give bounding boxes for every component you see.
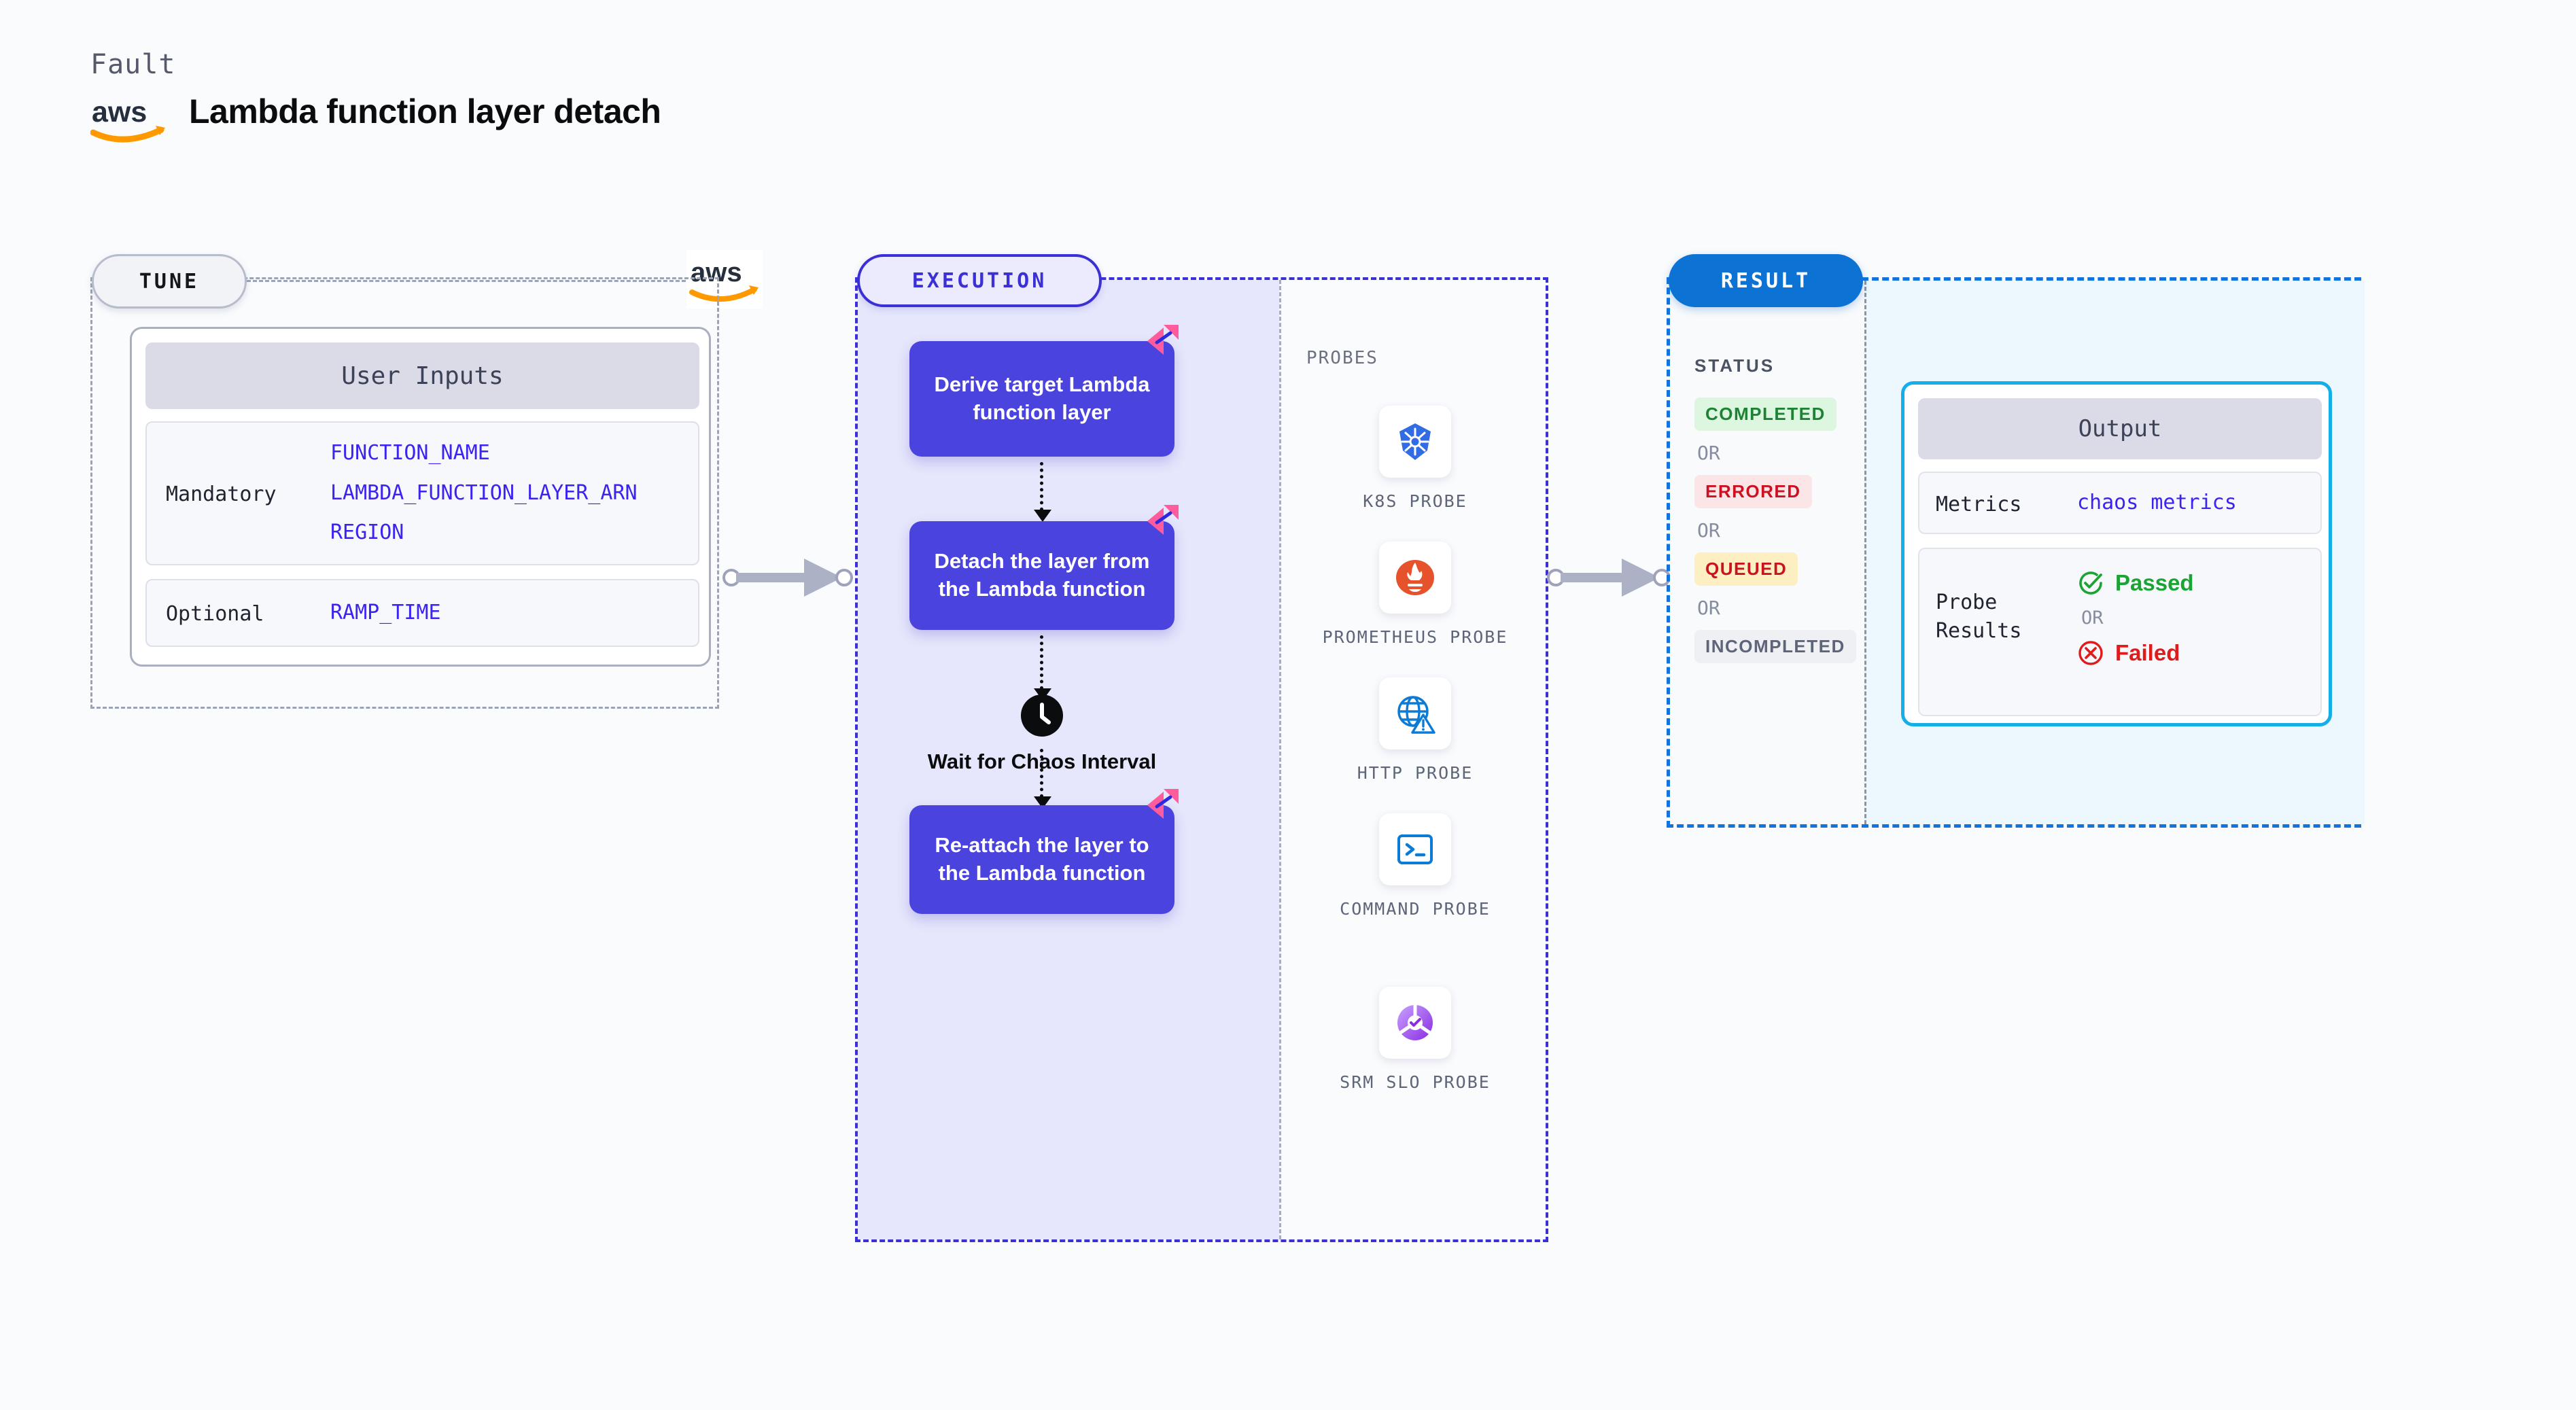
probe-tile: [1379, 677, 1451, 750]
probe-srm-slo-label: SRM SLO PROBE: [1340, 1072, 1491, 1092]
output-title: Output: [1918, 398, 2322, 459]
status-title: STATUS: [1694, 355, 1775, 376]
result-divider: [1864, 281, 1866, 824]
execution-step-1-label: Derive target Lambda function layer: [934, 372, 1150, 424]
aws-logo-icon: aws: [686, 250, 763, 309]
status-badge-queued: QUEUED: [1694, 552, 1798, 586]
probe-command[interactable]: COMMAND PROBE: [1293, 813, 1537, 921]
check-circle-icon: [2079, 571, 2102, 595]
mandatory-values: FUNCTION_NAME LAMBDA_FUNCTION_LAYER_ARN …: [330, 423, 638, 564]
srm-slo-icon: [1397, 1005, 1433, 1040]
status-or-3: OR: [1697, 597, 1720, 619]
probe-http-label: HTTP PROBE: [1357, 763, 1474, 783]
status-badge-incompleted: INCOMPLETED: [1694, 630, 1856, 663]
svg-text:aws: aws: [92, 96, 147, 128]
http-globe-warning-icon: [1397, 696, 1435, 734]
probes-title: PROBES: [1306, 348, 1378, 368]
probe-srm-slo[interactable]: SRM SLO PROBE: [1293, 987, 1537, 1094]
execution-step-2[interactable]: Detach the layer from the Lambda functio…: [909, 505, 1179, 630]
metrics-label: Metrics: [1936, 493, 2022, 516]
var-function-name: FUNCTION_NAME: [330, 441, 490, 465]
tune-panel: User Inputs Mandatory FUNCTION_NAME LAMB…: [90, 277, 719, 709]
litmus-logo-icon: [1147, 789, 1179, 819]
mandatory-label: Mandatory: [166, 482, 277, 506]
user-inputs-title: User Inputs: [145, 342, 699, 409]
probe-command-label: COMMAND PROBE: [1340, 899, 1491, 919]
tune-pill-label: TUNE: [139, 269, 200, 294]
var-region: REGION: [330, 521, 404, 545]
probe-tile: [1379, 813, 1451, 885]
x-circle-icon: [2078, 641, 2103, 665]
status-badge-errored: ERRORED: [1694, 475, 1812, 508]
connector-end-dot: [835, 569, 853, 586]
status-list: COMPLETED OR ERRORED OR QUEUED OR INCOMP…: [1694, 398, 1856, 663]
tune-connector-line: [247, 280, 723, 282]
mandatory-section: Mandatory FUNCTION_NAME LAMBDA_FUNCTION_…: [145, 421, 699, 565]
result-panel: STATUS COMPLETED OR ERRORED OR QUEUED OR…: [1667, 277, 2365, 828]
probe-results-or: OR: [2081, 607, 2104, 629]
prometheus-icon: [1396, 560, 1434, 595]
terminal-icon: [1397, 834, 1433, 864]
output-metrics-row: Metrics chaos metrics: [1918, 472, 2322, 534]
probe-http[interactable]: HTTP PROBE: [1293, 677, 1537, 785]
probe-tile: [1379, 542, 1451, 614]
probes-divider: [1279, 280, 1281, 1239]
tune-pill[interactable]: TUNE: [92, 254, 247, 309]
litmus-logo-icon: [1147, 325, 1179, 355]
litmus-logo-icon: [1147, 505, 1179, 535]
probe-tile: [1379, 987, 1451, 1059]
flow-arrow-2: [1040, 635, 1043, 690]
optional-values: RAMP_TIME: [330, 580, 441, 646]
optional-section: Optional RAMP_TIME: [145, 579, 699, 647]
execution-panel: Derive target Lambda function layer Deta…: [855, 277, 1548, 1242]
probe-result-failed: Failed: [2077, 639, 2194, 667]
execution-pill[interactable]: EXECUTION: [857, 254, 1102, 307]
optional-label: Optional: [166, 602, 264, 626]
status-badge-completed: COMPLETED: [1694, 398, 1837, 431]
passed-label: Passed: [2115, 570, 2194, 595]
page-title: Lambda function layer detach: [189, 92, 661, 130]
connector-line: [1561, 573, 1635, 582]
probe-prometheus-label: PROMETHEUS PROBE: [1322, 627, 1508, 647]
probe-results-values: Passed OR Failed: [2077, 569, 2194, 667]
aws-logo-icon: aws: [90, 96, 165, 143]
probe-result-passed: Passed: [2077, 569, 2194, 597]
flow-arrow-1: [1040, 462, 1043, 511]
execution-step-1[interactable]: Derive target Lambda function layer: [909, 325, 1179, 457]
status-or-2: OR: [1697, 519, 1720, 542]
result-pill-label: RESULT: [1720, 268, 1811, 293]
probe-prometheus[interactable]: PROMETHEUS PROBE: [1293, 542, 1537, 649]
metrics-value: chaos metrics: [2077, 491, 2237, 514]
var-lambda-function-layer-arn: LAMBDA_FUNCTION_LAYER_ARN: [330, 480, 638, 505]
probe-tile: [1379, 406, 1451, 478]
result-pill[interactable]: RESULT: [1669, 254, 1863, 307]
clock-icon: [1021, 694, 1063, 737]
connector-tune-to-execution: [723, 559, 858, 597]
svg-text:aws: aws: [691, 258, 742, 287]
var-ramp-time: RAMP_TIME: [330, 600, 441, 624]
user-inputs-card: User Inputs Mandatory FUNCTION_NAME LAMB…: [130, 327, 711, 667]
flow-arrow-3: [1040, 749, 1043, 798]
probe-results-label: Probe Results: [1936, 591, 2022, 643]
execution-step-2-label: Detach the layer from the Lambda functio…: [934, 549, 1150, 601]
failed-label: Failed: [2115, 640, 2180, 665]
execution-pill-label: EXECUTION: [911, 268, 1047, 293]
probe-k8s[interactable]: K8S PROBE: [1293, 406, 1537, 513]
output-card: Output Metrics chaos metrics Probe Resul…: [1901, 381, 2332, 726]
execution-step-3[interactable]: Re-attach the layer to the Lambda functi…: [909, 789, 1179, 914]
flow-arrowhead-1: [1034, 510, 1051, 522]
execution-step-3-label: Re-attach the layer to the Lambda functi…: [935, 833, 1149, 885]
probe-k8s-label: K8S PROBE: [1363, 491, 1467, 511]
kubernetes-icon: [1399, 423, 1431, 460]
status-or-1: OR: [1697, 442, 1720, 464]
fault-kicker: Fault: [90, 49, 176, 80]
connector-line: [736, 573, 818, 582]
connector-execution-to-result: [1547, 559, 1683, 597]
output-probe-results-row: Probe Results Passed OR: [1918, 548, 2322, 716]
